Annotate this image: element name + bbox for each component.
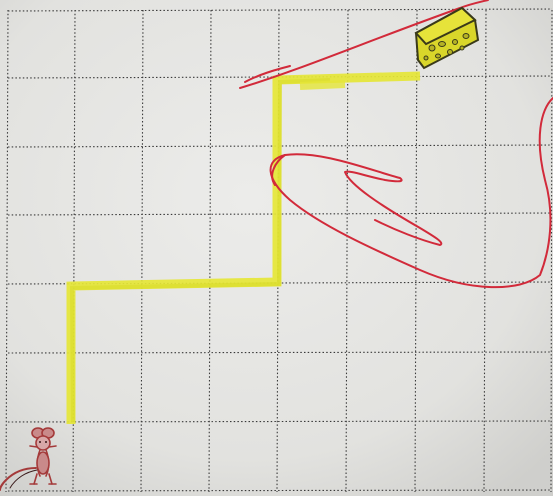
photo-scene xyxy=(0,0,553,496)
